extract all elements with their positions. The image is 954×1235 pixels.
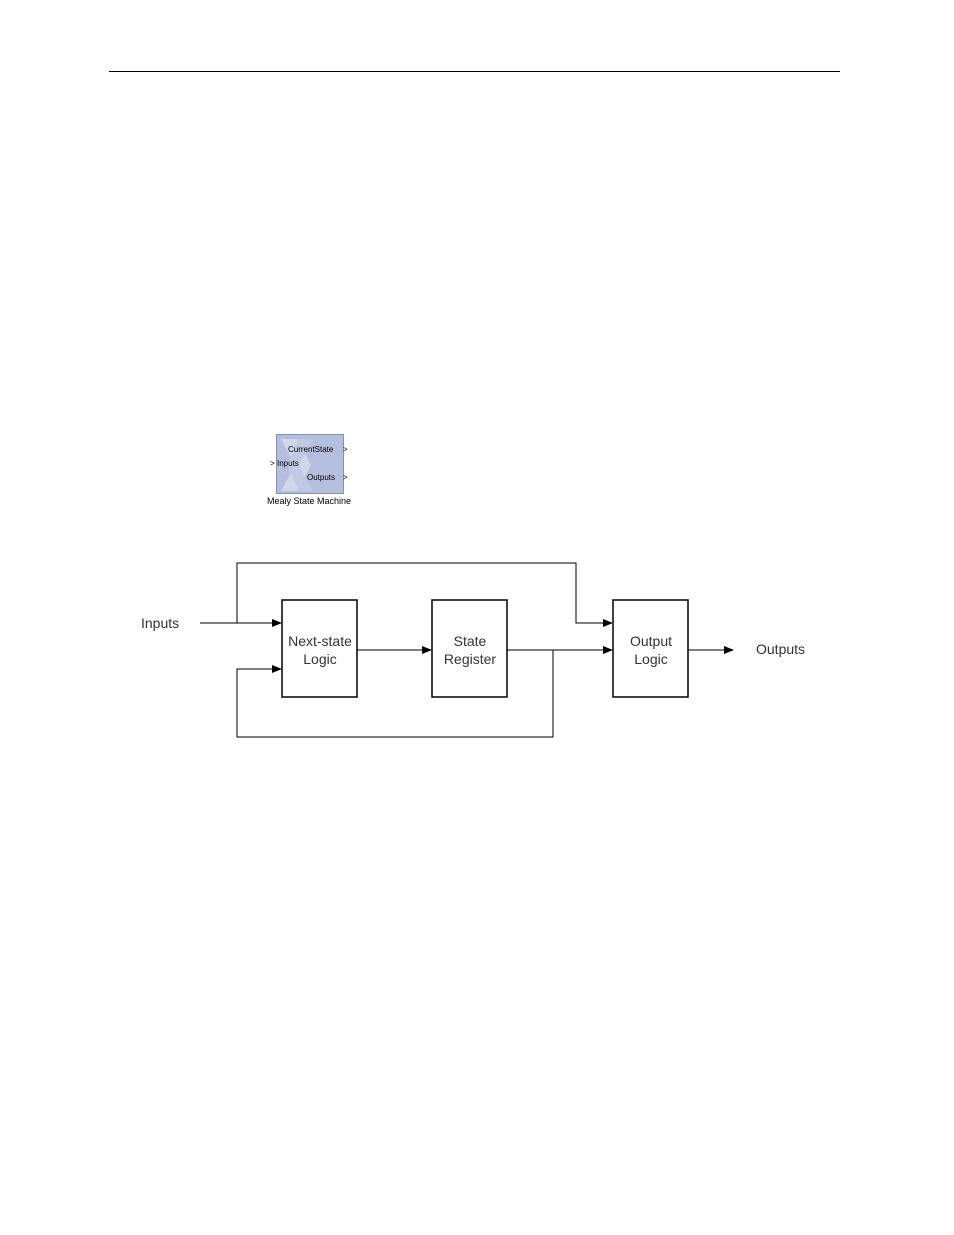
next-state-label-line2: Logic xyxy=(303,651,336,667)
outputs-label: Outputs xyxy=(756,641,805,657)
output-logic-label-line2: Logic xyxy=(634,651,667,667)
state-register-label-line2: Register xyxy=(444,651,496,667)
output-logic-label-line1: Output xyxy=(630,633,672,649)
inputs-label: Inputs xyxy=(141,615,179,631)
state-register-label-line1: State xyxy=(454,633,487,649)
next-state-label-line1: Next-state xyxy=(288,633,352,649)
